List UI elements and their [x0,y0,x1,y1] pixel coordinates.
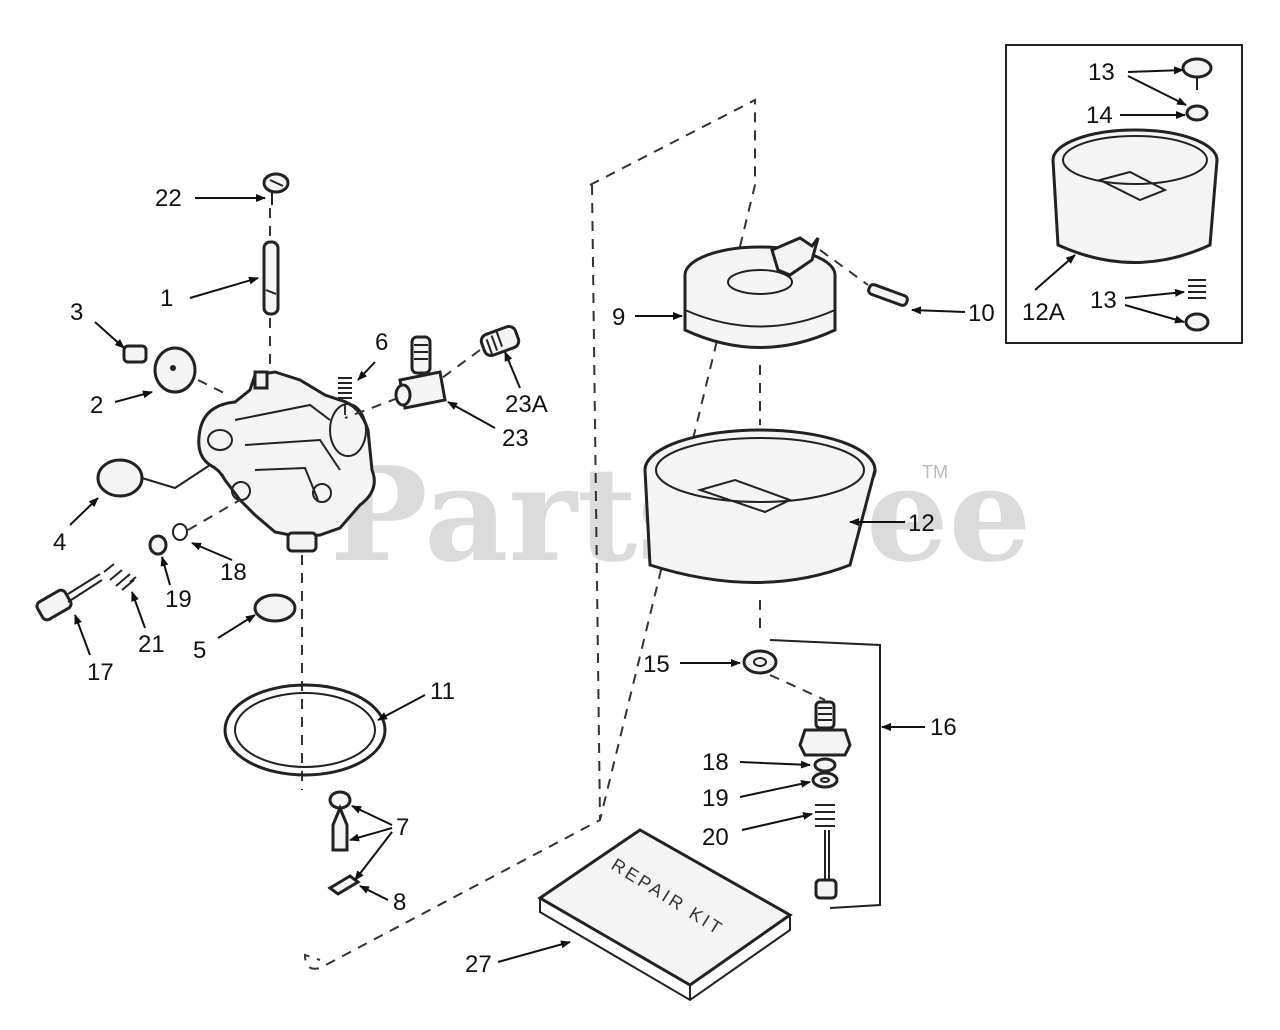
bracket-16 [769,639,881,909]
part-11-gasket [223,683,387,777]
callout-3: 3 [70,299,83,326]
callout-27: 27 [465,951,492,978]
part-23A-fitting [479,324,521,358]
callout-19-left: 19 [165,586,192,613]
callout-15: 15 [643,651,670,678]
part-6-spring [338,377,352,399]
part-carburetor-body [197,370,376,553]
callout-23: 23 [502,425,529,452]
callout-10: 10 [968,300,995,327]
callout-21: 21 [138,631,165,658]
part-15-washer [742,649,778,675]
callout-17: 17 [87,659,114,686]
leader-arrows [69,66,1187,963]
callout-5: 5 [193,637,206,664]
part-21-spring [103,563,137,591]
part-20-spring [815,804,835,827]
callout-14: 14 [1086,102,1113,129]
callout-18-left: 18 [220,559,247,586]
inset-box-12A [1005,44,1243,344]
callout-12: 12 [908,510,935,537]
part-1-shaft [262,240,280,316]
part-4-plug [96,458,144,498]
part-19-washer-right [811,771,839,789]
part-22-screw [262,172,290,205]
part-18-oring-right [813,757,837,773]
part-19-washer [148,534,168,556]
part-7-needle-seat [328,790,352,852]
part-17-needle-valve [35,573,103,622]
callout-13-top: 13 [1088,59,1115,86]
part-12-float-bowl [643,428,877,584]
part-2-plate [153,346,197,394]
callout-22: 22 [155,185,182,212]
callout-4: 4 [53,529,66,556]
callout-labels: 22 1 3 2 6 23A 23 4 18 19 21 17 5 11 7 8… [53,59,1117,978]
part-18-oring [172,523,188,541]
callout-19-right: 19 [702,785,729,812]
assembly-boundary-dashed-left [591,184,601,821]
part-9-float [683,236,837,349]
part-needle-screw [814,830,838,900]
part-10-pin [867,283,909,307]
part-12A-float-bowl [1051,128,1219,264]
part-13-spring-bottom [1184,279,1210,332]
part-23-elbow-fitting [394,335,447,410]
callout-9: 9 [612,304,625,331]
part-16-main-jet [798,700,852,757]
callout-16: 16 [930,714,957,741]
part-5-disc [253,593,297,623]
callout-12A: 12A [1022,299,1065,326]
part-27-repair-kit: REPAIR KIT [537,828,793,1002]
callout-2: 2 [90,392,103,419]
callout-6: 6 [375,329,388,356]
callout-13-bottom: 13 [1090,287,1117,314]
callout-11: 11 [430,678,455,705]
callout-18-right: 18 [702,749,729,776]
callout-7: 7 [396,814,409,841]
part-3-nut [122,344,148,364]
part-13-plug-top [1181,57,1213,90]
part-14-washer [1185,104,1209,122]
part-8-clip [327,874,361,896]
watermark-trademark: TM [922,462,948,482]
callout-20: 20 [702,824,729,851]
callout-8: 8 [393,889,406,916]
callout-1: 1 [160,285,173,312]
callout-23A: 23A [505,391,548,418]
